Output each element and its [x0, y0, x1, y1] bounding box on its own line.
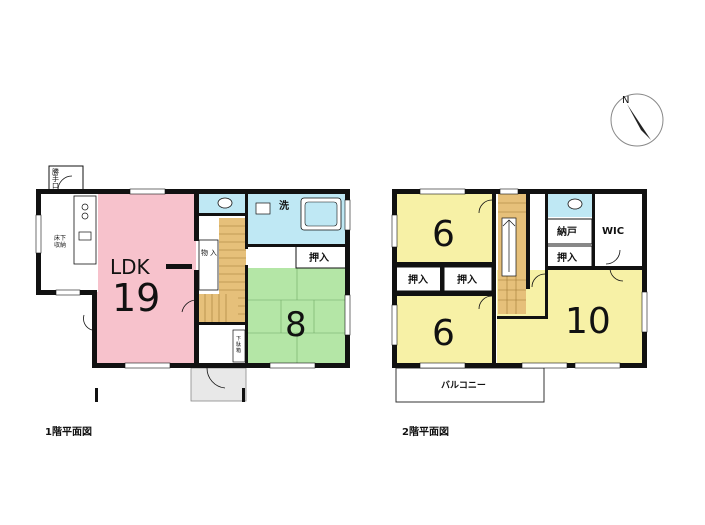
bedroom-sw — [396, 295, 492, 365]
balcony-label: バルコニー — [441, 380, 486, 391]
underfloor-storage-label-2: 収納 — [54, 241, 66, 249]
walk-in-closet — [594, 192, 643, 264]
door-swing — [478, 295, 493, 310]
wic-label: WIC — [602, 226, 624, 237]
japanese-room-size: 8 — [285, 305, 307, 345]
back-door-label-1: 勝 — [52, 167, 59, 176]
sink-icon — [78, 231, 92, 241]
floor2-caption: 2階平面図 — [402, 427, 449, 438]
floor2-walls — [392, 189, 647, 368]
floor1-plan: 勝 手 口 床下 収納 洗 — [35, 165, 351, 402]
storage-label-2: 入 — [210, 249, 217, 257]
underfloor-storage-label-1: 床下 — [54, 234, 66, 242]
stove-icon — [81, 203, 89, 211]
terrace-door-swing — [83, 314, 93, 331]
closet-b-label: 押入 — [457, 273, 477, 286]
toilet-icon — [567, 198, 583, 210]
shoe-box-label: 下駄箱 — [236, 354, 239, 357]
back-door-swing — [57, 175, 73, 191]
ldk-wall-stub — [166, 264, 192, 269]
stove-icon — [81, 212, 89, 220]
closet-b — [443, 266, 493, 292]
wic-door-swing — [605, 249, 621, 265]
porch-post — [95, 388, 98, 402]
closet-c-label: 押入 — [557, 251, 577, 264]
bedroom-sw-size: 6 — [432, 313, 455, 354]
ldk-label: LDK — [110, 255, 151, 279]
storage-label-1: 物 — [201, 248, 208, 257]
front-door-swing — [206, 367, 226, 389]
ldk-size: 19 — [112, 276, 160, 320]
closet-a-label: 押入 — [408, 273, 428, 286]
wash-basin-icon — [255, 202, 271, 215]
door-swing — [531, 273, 546, 288]
storage-closet — [198, 239, 219, 291]
toilet-icon — [217, 197, 233, 209]
shoe-box-label-3: 箱 — [236, 347, 241, 354]
north-arrow-icon — [627, 104, 651, 140]
storeroom — [546, 218, 593, 245]
back-door-area — [48, 165, 84, 192]
kitchen-counter — [73, 195, 97, 265]
japanese-room — [248, 268, 347, 365]
bedroom-nw-size: 6 — [432, 214, 455, 255]
washroom-label: 洗 — [279, 199, 289, 212]
bedroom-se — [497, 270, 643, 365]
entrance-porch — [190, 367, 247, 402]
shoe-box-label-1: 下 — [236, 336, 241, 342]
storeroom-label: 納戸 — [557, 225, 577, 238]
compass-north-label: N — [622, 95, 629, 106]
shoe-box-label-2: 駄 — [236, 341, 241, 348]
back-door-label-2: 手 — [52, 174, 59, 183]
floor2-plan: 納戸 WIC 押入 押入 押入 6 6 10 バルコニー — [391, 188, 648, 403]
bathtub-inner — [304, 201, 338, 227]
door-swing — [478, 199, 493, 214]
balcony — [395, 367, 545, 403]
bedroom-se-size: 10 — [565, 301, 611, 342]
floor1-stairs-landing — [198, 294, 238, 324]
floor1-caption: 1階平面図 — [45, 427, 92, 438]
back-door-label-3: 口 — [52, 182, 59, 190]
storage-label: 物入 — [200, 250, 202, 253]
ldk-room-lower — [92, 292, 196, 365]
porch-post — [242, 388, 245, 402]
bedroom-nw — [396, 192, 492, 262]
floor1-closet-label: 押入 — [309, 251, 329, 264]
compass: N — [610, 93, 664, 147]
